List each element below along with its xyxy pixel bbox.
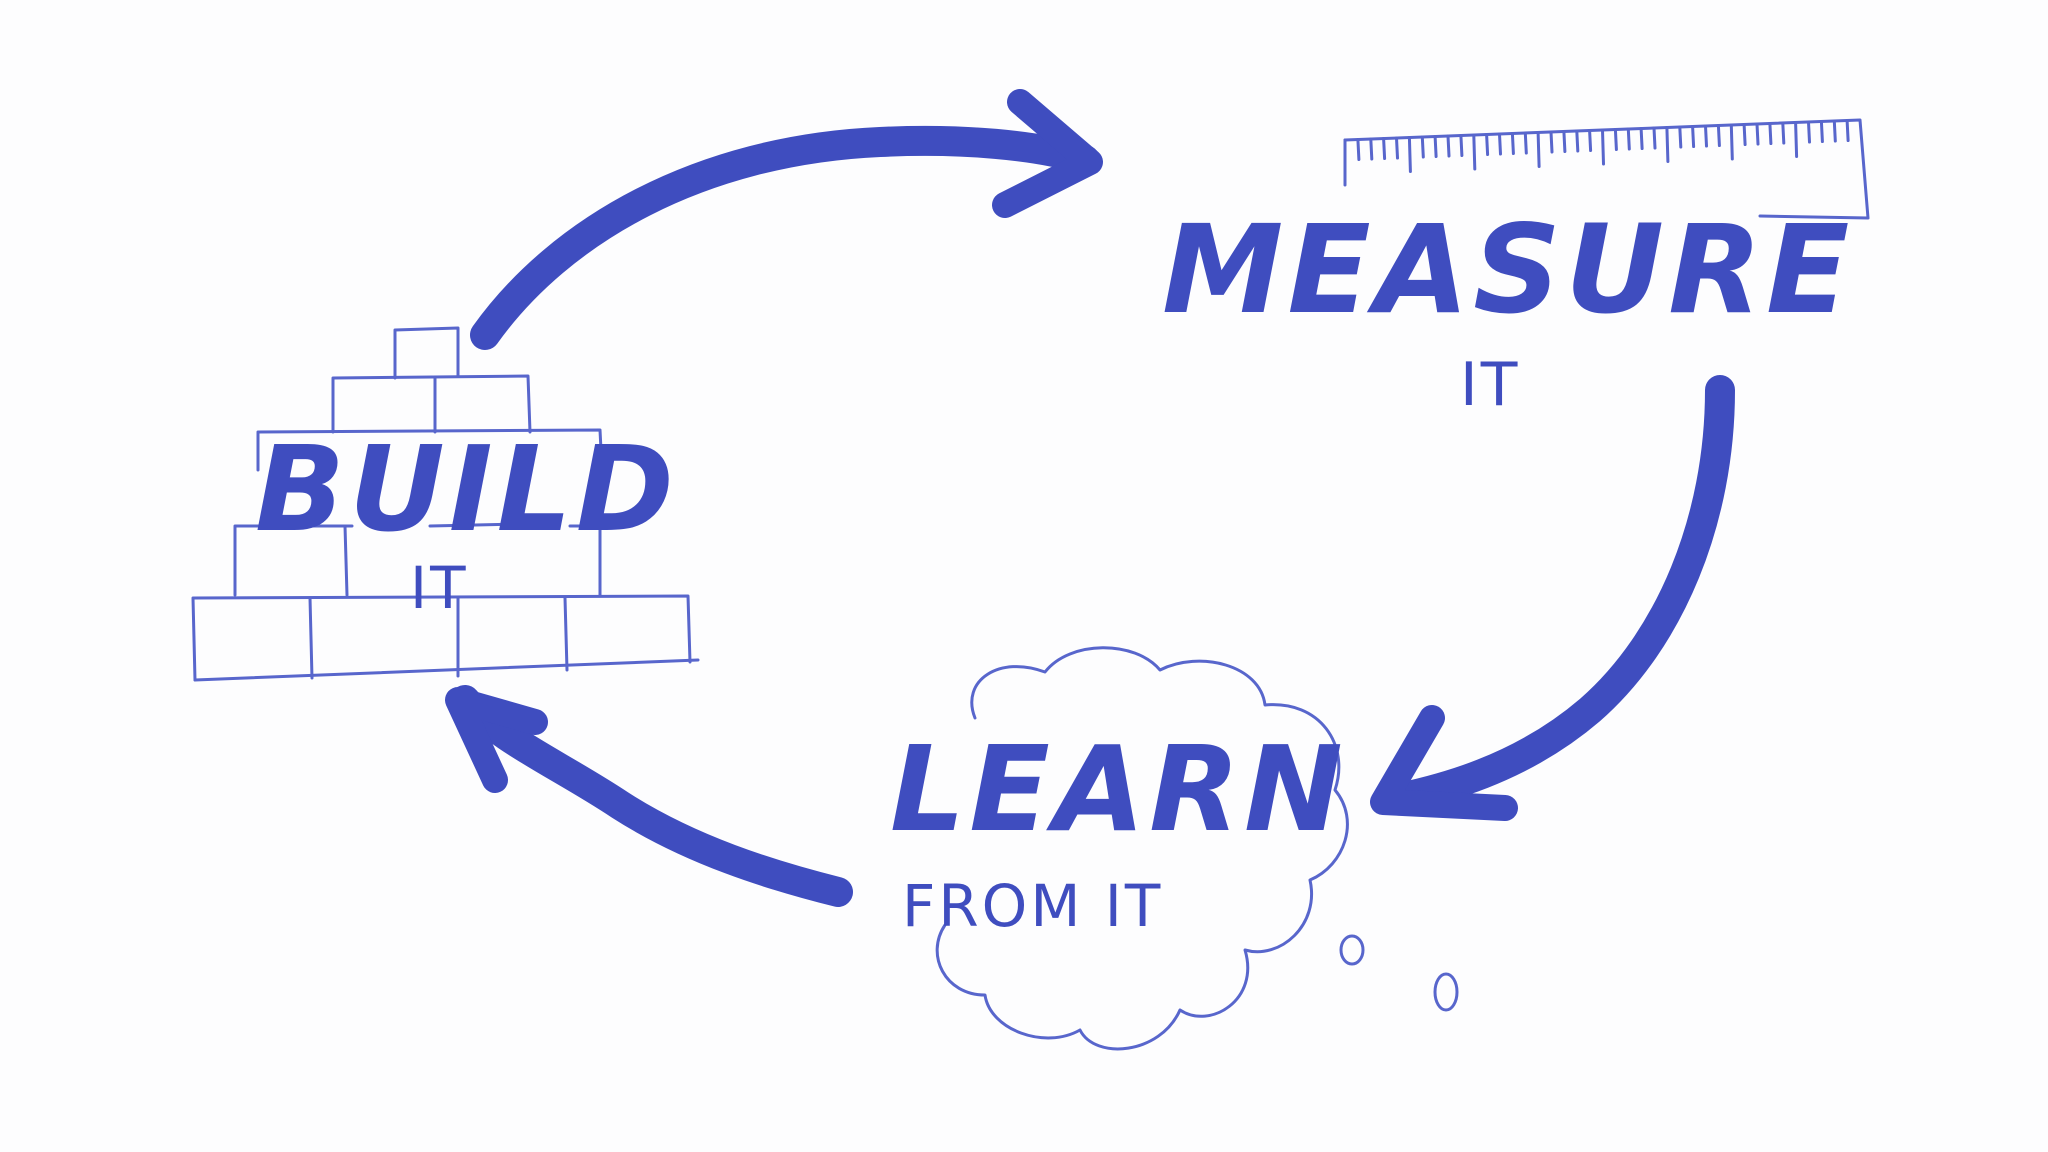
ruler-tick <box>1729 123 1734 161</box>
ruler-tick <box>1433 135 1438 158</box>
ruler-tick <box>1845 119 1850 142</box>
ruler-tick <box>1485 133 1490 156</box>
ruler-tick <box>1369 137 1374 161</box>
ruler-tick <box>1407 136 1412 173</box>
ruler-tick <box>1819 120 1824 143</box>
ruler-tick <box>1626 127 1631 151</box>
arrow-measure-to-learn <box>1370 375 1735 821</box>
ruler-tick <box>1832 119 1837 143</box>
ruler-tick <box>1755 122 1760 146</box>
ruler-tick <box>1536 131 1541 168</box>
ruler-tick <box>1395 136 1399 160</box>
ruler-tick <box>1523 131 1528 155</box>
learn-sub-label: FROM IT <box>902 872 1163 940</box>
learn-label: LEARN <box>890 720 1347 858</box>
ruler-tick <box>1807 120 1811 144</box>
ruler-tick <box>1716 124 1721 147</box>
ruler-tick <box>1742 123 1747 146</box>
arrow-build-to-measure <box>470 89 1103 350</box>
measure-label: MEASURE <box>1162 199 1853 341</box>
build-label: BUILD <box>255 420 678 558</box>
measure-sub-label: IT <box>1460 350 1520 420</box>
ruler-tick <box>1613 128 1618 151</box>
ruler-tick <box>1459 134 1464 157</box>
ruler-tick <box>1356 138 1361 161</box>
ruler-tick <box>1472 133 1477 171</box>
ruler-tick <box>1665 126 1670 163</box>
ruler-tick <box>1601 128 1605 166</box>
ruler-tick <box>1768 122 1773 145</box>
ruler-tick <box>1420 135 1425 159</box>
ruler-tick <box>1498 132 1502 156</box>
ruler-tick <box>1704 124 1708 148</box>
ruler-tick <box>1781 121 1786 145</box>
ruler-tick <box>1575 129 1580 153</box>
ruler-tick <box>1639 127 1644 150</box>
ruler-tick <box>1562 130 1567 153</box>
ruler-tick <box>1510 132 1515 155</box>
ruler-tick <box>1382 137 1387 160</box>
ruler-tick <box>1691 125 1696 148</box>
ruler-tick <box>1678 125 1683 149</box>
ruler-tick <box>1588 129 1593 152</box>
build-sub-label: IT <box>410 554 469 622</box>
ruler-tick <box>1549 130 1554 154</box>
ruler-tick <box>1794 121 1799 158</box>
thought-cloud-icon <box>935 646 1459 1051</box>
ruler-tick <box>1652 126 1657 150</box>
ruler-icon <box>1343 118 1870 220</box>
ruler-tick <box>1446 134 1451 158</box>
brick-wall-icon <box>191 326 700 682</box>
arrow-learn-to-build <box>445 685 853 907</box>
